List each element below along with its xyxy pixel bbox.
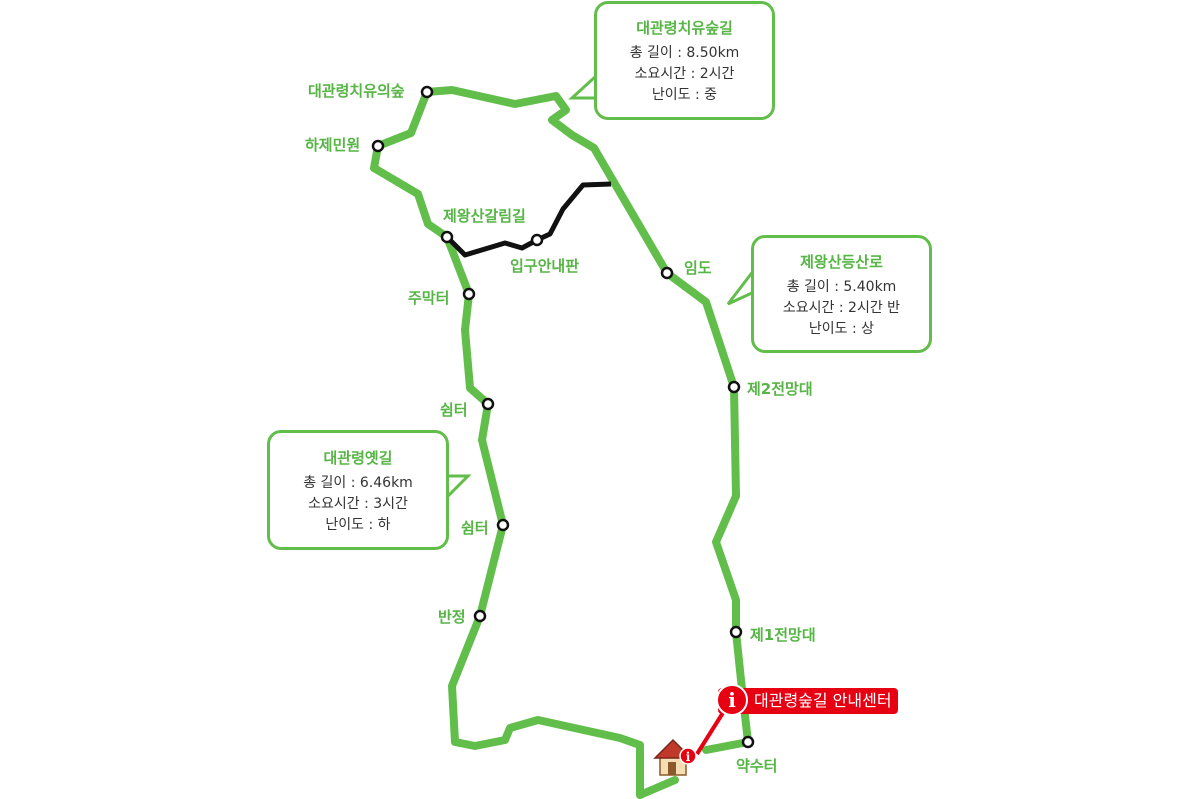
trail-length: 총 길이 : 8.50km	[629, 45, 740, 61]
trail-name: 제왕산등산로	[800, 253, 883, 271]
house-icon[interactable]: i	[653, 738, 697, 776]
trail-info-healing: 대관령치유숲길 총 길이 : 8.50km 소요시간 : 2시간 난이도 : 중	[594, 1, 775, 120]
waypoint-label-observatory1: 제1전망대	[750, 626, 816, 644]
waypoint-label-yaksuteo: 약수터	[736, 757, 778, 775]
trail-difficulty: 난이도 : 상	[808, 321, 875, 337]
waypoint-label-rest1: 쉼터	[440, 401, 468, 419]
trail-route-path	[370, 86, 752, 799]
waypoint-label-observatory2: 제2전망대	[747, 380, 813, 398]
waypoint-label-healing-forest: 대관령치유의숲	[308, 82, 405, 100]
waypoint-marker-imdo[interactable]	[660, 266, 674, 280]
waypoint-marker-rest2[interactable]	[496, 518, 510, 532]
waypoint-marker-jumakteo[interactable]	[462, 287, 476, 301]
waypoint-label-banjeong: 반정	[438, 608, 466, 626]
trail-length: 총 길이 : 6.46km	[303, 475, 413, 491]
trail-info-jewangsan: 제왕산등산로 총 길이 : 5.40km 소요시간 : 2시간 반 난이도 : …	[751, 235, 932, 353]
waypoint-marker-rest1[interactable]	[481, 397, 495, 411]
waypoint-marker-observatory2[interactable]	[727, 380, 741, 394]
info-center-text: 대관령숲길 안내센터	[754, 691, 892, 710]
waypoint-marker-entrance-board[interactable]	[530, 233, 544, 247]
info-icon: i	[716, 684, 748, 716]
trail-length: 총 길이 : 5.40km	[786, 279, 897, 295]
waypoint-label-jumakteo: 주막터	[408, 289, 450, 307]
waypoint-marker-jewangsan-junction[interactable]	[440, 230, 454, 244]
info-center-label[interactable]: 대관령숲길 안내센터	[718, 688, 898, 714]
waypoint-label-hajemin: 하제민원	[305, 136, 361, 154]
trail-name: 대관령치유숲길	[636, 19, 733, 37]
waypoint-marker-hajemin[interactable]	[371, 139, 385, 153]
trail-info-old-road: 대관령옛길 총 길이 : 6.46km 소요시간 : 3시간 난이도 : 하	[267, 430, 449, 550]
waypoint-marker-observatory1[interactable]	[729, 625, 743, 639]
trail-time: 소요시간 : 2시간	[634, 66, 735, 82]
trail-time: 소요시간 : 3시간	[308, 496, 408, 512]
waypoint-label-rest2: 쉼터	[461, 519, 489, 537]
waypoint-marker-healing-forest[interactable]	[420, 85, 434, 99]
waypoint-label-entrance-board: 입구안내판	[510, 257, 580, 275]
trail-difficulty: 난이도 : 중	[651, 87, 718, 103]
waypoint-label-imdo: 임도	[684, 259, 712, 277]
trail-difficulty: 난이도 : 하	[325, 517, 391, 533]
svg-text:i: i	[686, 750, 691, 764]
waypoint-marker-yaksuteo[interactable]	[741, 735, 755, 749]
waypoint-label-jewangsan-junction: 제왕산갈림길	[443, 207, 526, 225]
bubble-tail-healing	[568, 72, 598, 100]
waypoint-marker-banjeong[interactable]	[473, 609, 487, 623]
trail-name: 대관령옛길	[323, 449, 393, 467]
trail-time: 소요시간 : 2시간 반	[782, 300, 901, 316]
